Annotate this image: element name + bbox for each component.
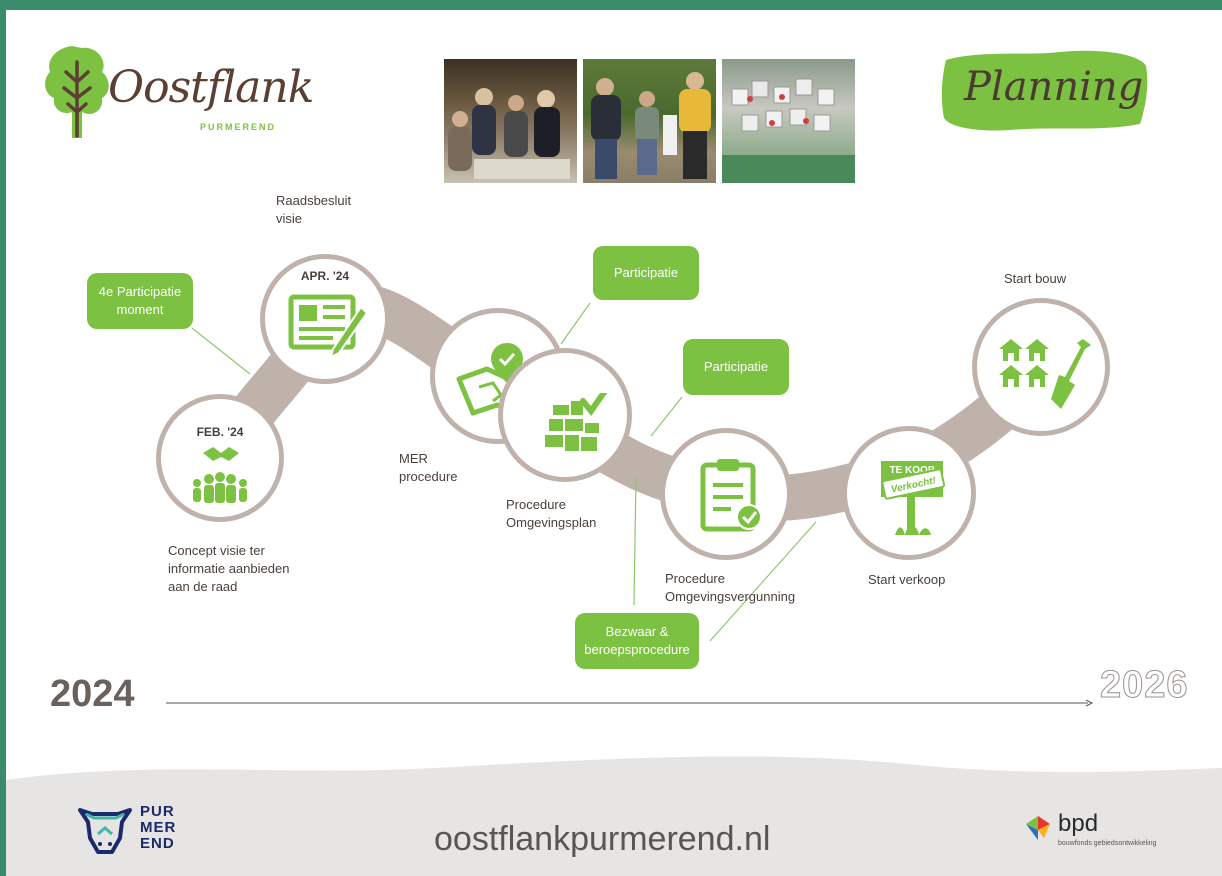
callout-participatie-2: Participatie <box>683 339 789 395</box>
purmerend-line-1: PUR <box>140 803 175 820</box>
footer-wave <box>6 756 1222 876</box>
people-handshake-icon <box>193 447 247 503</box>
milestone-omgevingsvergunning <box>660 428 792 560</box>
callout-participatie-1: Participatie <box>593 246 699 300</box>
website-link[interactable]: oostflankpurmerend.nl <box>434 820 771 858</box>
label-omgevingsvergunning: Procedure Omgevingsvergunning <box>665 571 796 604</box>
oostflank-logo: Oostflank PURMEREND <box>42 42 314 142</box>
milestone-omgevingsplan <box>498 348 632 482</box>
planning-title: Planning <box>964 64 1144 110</box>
milestone-start-bouw <box>972 298 1110 436</box>
milestone-date: FEB. '24 <box>196 425 244 439</box>
year-start: 2024 <box>50 673 135 715</box>
milestone-feb-2024: FEB. '24 <box>156 394 284 522</box>
callout-participatie-moment: 4e Participatie moment <box>87 273 193 329</box>
plan-check-icon <box>545 393 608 451</box>
photo-maquette <box>722 59 855 183</box>
milestone-apr-2024: APR. '24 <box>260 254 390 384</box>
photo-outdoor <box>583 59 716 183</box>
milestone-start-verkoop: TE KOOP Verkocht! <box>842 426 976 560</box>
tree-icon <box>45 46 109 138</box>
bpd-name: bpd <box>1058 810 1099 837</box>
sign-top-text: TE KOOP <box>889 465 934 476</box>
label-omgevingsplan: Procedure Omgevingsplan <box>506 497 597 530</box>
for-sale-sign-icon: TE KOOP Verkocht! <box>881 461 946 535</box>
bpd-logo: bpd bouwfonds gebiedsontwikkeling <box>1024 810 1194 854</box>
planning-heading: Planning <box>940 48 1152 132</box>
planning-page: Oostflank PURMEREND <box>6 10 1222 876</box>
newspaper-pen-icon <box>288 294 369 359</box>
label-start-verkoop: Start verkoop <box>868 572 946 587</box>
photo-meeting <box>444 59 577 183</box>
label-mer: MER procedure <box>399 451 458 484</box>
brand-sub: PURMEREND <box>200 122 277 132</box>
callout-bezwaar: Bezwaar & beroepsprocedure <box>575 613 699 669</box>
year-end: 2026 <box>1100 664 1189 707</box>
cow-head-icon <box>78 808 132 854</box>
bpd-sub: bouwfonds gebiedsontwikkeling <box>1058 840 1157 847</box>
label-raadsbesluit: Raadsbesluit visie <box>276 193 352 226</box>
bpd-mark-icon <box>1026 816 1050 840</box>
houses-shovel-icon <box>999 339 1091 409</box>
purmerend-line-2: MER <box>140 819 177 836</box>
brand-name: Oostflank <box>108 62 314 113</box>
purmerend-logo: PUR MER END <box>76 804 196 856</box>
milestone-date: APR. '24 <box>300 269 350 283</box>
purmerend-line-3: END <box>140 835 175 852</box>
label-concept-visie: Concept visie ter informatie aanbieden a… <box>168 543 290 594</box>
clipboard-check-icon <box>700 459 762 532</box>
label-start-bouw: Start bouw <box>1004 271 1067 286</box>
